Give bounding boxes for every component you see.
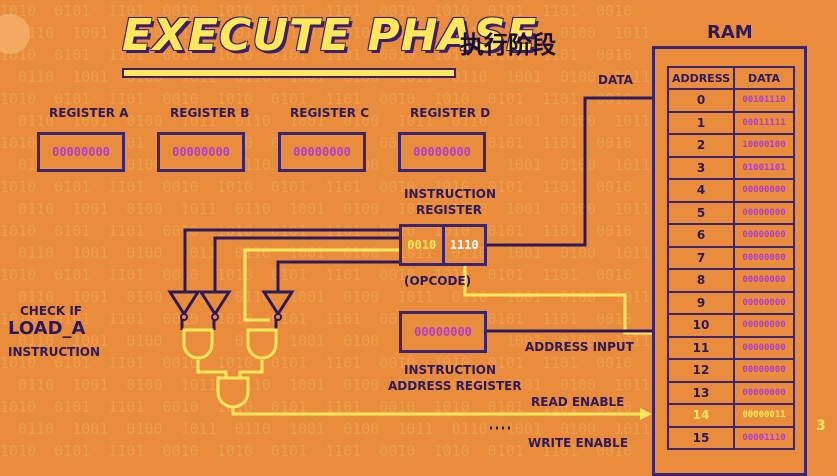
ram-address-cell: 2: [667, 133, 735, 158]
register-b-value: 00000000: [157, 132, 245, 172]
ram-address-cell: 9: [667, 290, 735, 315]
ram-data-cell: 00000000: [733, 200, 795, 225]
read-enable-label: READ ENABLE: [531, 395, 625, 409]
ram-data-cell: 00000000: [733, 380, 795, 405]
ram-data-header: DATA: [733, 66, 795, 90]
instruction-operand: 1110: [441, 227, 485, 263]
ram-address-cell: 15: [667, 425, 735, 450]
iar-label-1: INSTRUCTION: [404, 363, 497, 377]
instruction-register: 0010 1110: [399, 224, 487, 266]
wire-opcode-yellow: [463, 266, 655, 335]
ram-address-cell: 11: [667, 335, 735, 360]
ram-data-cell: 00011111: [733, 110, 795, 135]
register-a-value: 00000000: [37, 132, 125, 172]
ram-title: RAM: [707, 22, 753, 43]
ram-address-header: ADDRESS: [667, 66, 735, 90]
wire-bit2: [213, 236, 399, 292]
ram-data-cell: 00000000: [733, 290, 795, 315]
instruction-opcode: 0010: [407, 238, 437, 252]
instruction-register-label-1: INSTRUCTION: [404, 187, 497, 201]
wire-data: [487, 96, 655, 247]
register-d-value: 00000000: [398, 132, 486, 172]
ram-address-cell: 4: [667, 178, 735, 203]
wire-bit1: [183, 228, 399, 292]
instruction-register-label-2: REGISTER: [416, 203, 483, 217]
ram-address-cell: 6: [667, 223, 735, 248]
ram-address-cell: 13: [667, 380, 735, 405]
ram-data-cell: 01001101: [733, 155, 795, 180]
ram-address-cell: 12: [667, 358, 735, 383]
corner-number: 3: [816, 418, 826, 434]
ram-data-cell: 10000100: [733, 133, 795, 158]
and-gate-icon: [182, 328, 214, 360]
subtitle-chinese: 执行阶段: [460, 31, 556, 59]
register-c-value: 00000000: [278, 132, 366, 172]
page-title: EXECUTE PHASE: [122, 10, 538, 61]
and-gate-icon: [216, 376, 250, 409]
ram-address-cell: 7: [667, 245, 735, 270]
read-enable-arrow-icon: [640, 408, 652, 420]
check-label-line3: INSTRUCTION: [8, 345, 101, 359]
ram-data-cell: 00000011: [733, 403, 795, 428]
not-gate-icon: [198, 290, 232, 317]
register-b-label: REGISTER B: [170, 106, 250, 120]
register-d-label: REGISTER D: [410, 106, 491, 120]
wire-bit4: [276, 260, 399, 292]
and-gate-icon: [246, 328, 278, 360]
ram-address-cell: 8: [667, 268, 735, 293]
data-signal-label: DATA: [598, 73, 633, 87]
title-block: EXECUTE PHASE: [122, 10, 538, 78]
ram-address-cell: 5: [667, 200, 735, 225]
not-gate-icon: [261, 290, 295, 317]
iar-label-2: ADDRESS REGISTER: [388, 379, 522, 393]
ram-data-cell: 00000000: [733, 358, 795, 383]
register-a-label: REGISTER A: [49, 106, 129, 120]
title-underline: [122, 68, 456, 78]
ram-address-cell: 1: [667, 110, 735, 135]
ram-data-cell: 00000000: [733, 245, 795, 270]
ram-data-cell: 00101110: [733, 88, 795, 113]
ram-data-cell: 00000000: [733, 313, 795, 338]
ram-data-cell: 00001110: [733, 425, 795, 450]
ram-data-cell: 00000000: [733, 178, 795, 203]
ram-data-cell: 00000000: [733, 268, 795, 293]
ram-address-cell: 3: [667, 155, 735, 180]
wire-bit3: [243, 248, 399, 322]
check-label-line2: LOAD_A: [8, 318, 86, 339]
register-c-label: REGISTER C: [290, 106, 370, 120]
write-enable-label: WRITE ENABLE: [528, 436, 629, 450]
address-input-label: ADDRESS INPUT: [525, 340, 634, 354]
ram-address-cell: 14: [667, 403, 735, 428]
not-gate-icon: [167, 290, 201, 317]
ram-address-cell: 0: [667, 88, 735, 113]
check-label-line1: CHECK IF: [20, 304, 82, 318]
opcode-label: (OPCODE): [404, 274, 472, 288]
instruction-address-register-value: 00000000: [399, 311, 487, 353]
ram-data-cell: 00000000: [733, 335, 795, 360]
ram-address-cell: 10: [667, 313, 735, 338]
ram-data-cell: 00000000: [733, 223, 795, 248]
